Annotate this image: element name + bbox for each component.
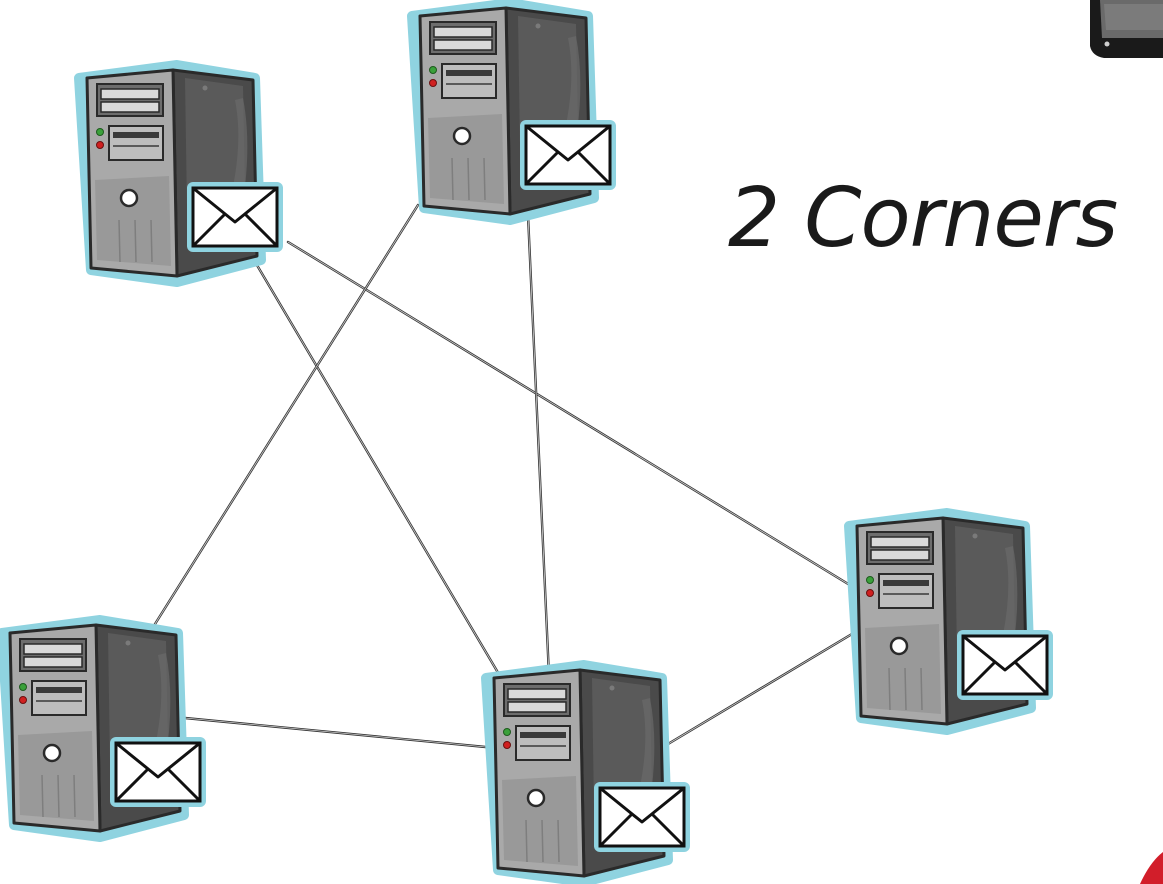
- envelope-icon: [187, 182, 283, 252]
- server-node: [74, 60, 283, 287]
- connection-line: [526, 213, 551, 678]
- connection-line: [246, 248, 502, 678]
- envelope-icon: [594, 782, 690, 852]
- connection-line: [666, 626, 864, 746]
- server-node: [407, 0, 616, 225]
- server-node: [844, 508, 1053, 735]
- decorations: [1090, 0, 1163, 884]
- envelope-icon: [957, 630, 1053, 700]
- envelope-icon: [520, 120, 616, 190]
- connection-line: [183, 716, 498, 750]
- slide-title: 2 Corners: [728, 171, 1118, 266]
- server-node: [481, 660, 690, 884]
- connection-line: [148, 203, 420, 634]
- envelope-icon: [110, 737, 206, 807]
- server-node: [0, 615, 206, 842]
- connection-line: [286, 240, 860, 592]
- red-swoosh-shape: [1140, 852, 1163, 884]
- server-icon: [481, 660, 673, 884]
- server-nodes: [0, 0, 1053, 884]
- connection-lines: [148, 203, 864, 750]
- monitor-icon: [1090, 0, 1163, 58]
- server-icon: [844, 508, 1036, 735]
